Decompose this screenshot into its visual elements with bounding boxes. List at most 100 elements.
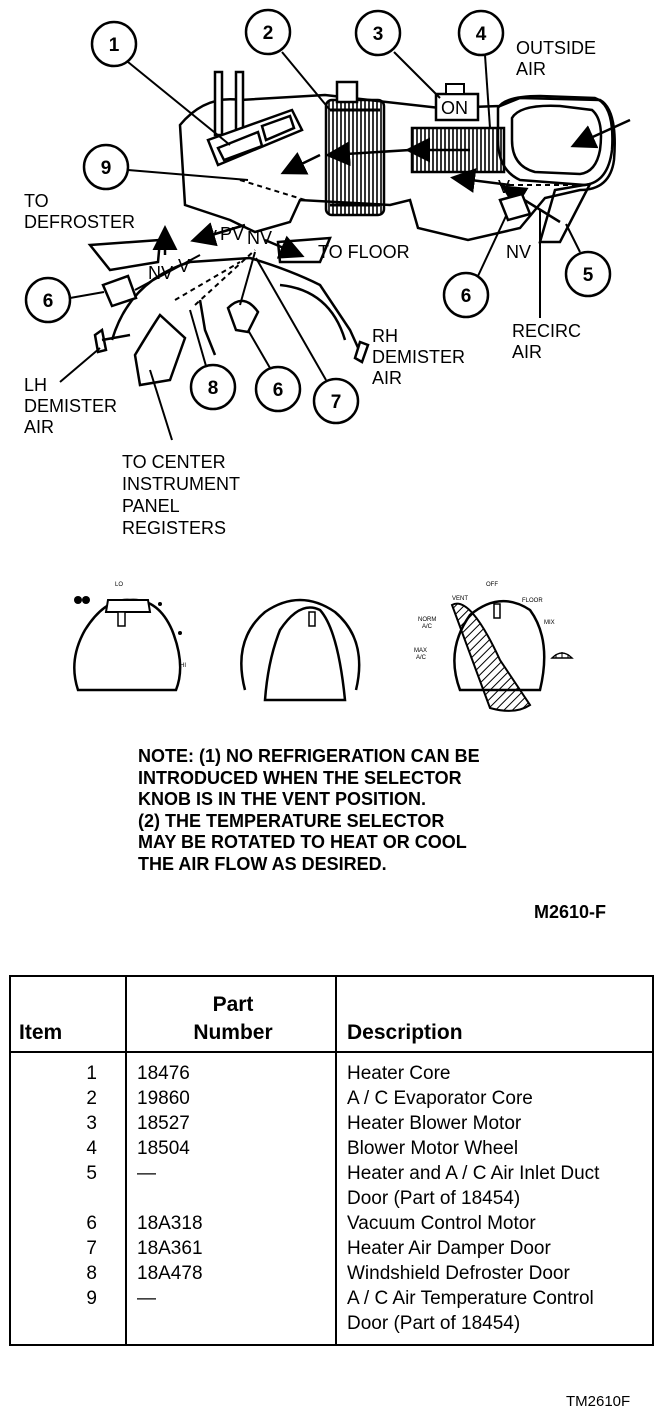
cell-part-number: —: [125, 1286, 337, 1346]
cell-part-number: 18A478: [125, 1261, 337, 1286]
rh-demister-label-2: DEMISTER: [372, 347, 465, 367]
cell-description: Heater Air Damper Door: [335, 1236, 654, 1261]
cell-description: Blower Motor Wheel: [335, 1136, 654, 1161]
callout-5: 5: [564, 223, 612, 298]
parts-table-header: Item Part Number Description: [9, 975, 654, 1053]
floor-label: FLOOR: [522, 598, 543, 604]
callout-2: 2: [244, 8, 331, 111]
note-line-2: INTRODUCED WHEN THE SELECTOR: [138, 767, 462, 788]
description-line: Door (Part of 18454): [347, 1188, 521, 1209]
footer-code: TM2610F: [566, 1393, 631, 1410]
rh-demister-label-1: RH: [372, 326, 398, 346]
cell-item: 3: [9, 1111, 127, 1136]
description-line: Heater Core: [347, 1063, 451, 1084]
cell-part-number: 18504: [125, 1136, 337, 1161]
norm-ac-label-2: A/C: [422, 624, 433, 630]
note-line-3: KNOB IS IN THE VENT POSITION.: [138, 789, 427, 809]
header-part-line-1: Part: [212, 993, 254, 1016]
heater-core: [206, 70, 304, 167]
cell-part-number: 18A361: [125, 1236, 337, 1261]
description-line: Heater Blower Motor: [347, 1113, 522, 1134]
mode-selector-knob[interactable]: VENT OFF FLOOR NORM A/C MAX A/C MIX: [414, 582, 574, 712]
nv-right-label: NV: [506, 242, 531, 262]
mix-label: MIX: [544, 620, 555, 626]
vacuum-motor-center: [226, 299, 260, 334]
callout-9: 9: [82, 143, 249, 191]
cell-description: Windshield Defroster Door: [335, 1261, 654, 1286]
description-line: Windshield Defroster Door: [347, 1263, 570, 1284]
svg-text:7: 7: [331, 392, 342, 413]
callout-6-center: 6: [247, 329, 302, 413]
cell-description: A / C Evaporator Core: [335, 1086, 654, 1111]
heater-ac-system-diagram: ON: [24, 8, 631, 712]
defrost-icon: [550, 652, 574, 659]
description-line: A / C Air Temperature Control: [347, 1288, 594, 1309]
nv-label-top: NV: [247, 228, 272, 248]
cell-description: Heater Blower Motor: [335, 1111, 654, 1136]
to-defroster-label-2: DEFROSTER: [24, 212, 135, 232]
to-defroster-label-1: TO: [24, 191, 49, 211]
note-text: NOTE: (1) NO REFRIGERATION CAN BE INTROD…: [138, 746, 598, 875]
callout-6-left: 6: [24, 276, 105, 324]
lh-demister-label-3: AIR: [24, 417, 54, 437]
svg-text:1: 1: [109, 35, 120, 56]
description-line: Door (Part of 18454): [347, 1313, 521, 1334]
callout-3: 3: [354, 9, 441, 99]
outside-air-label-1: OUTSIDE: [516, 38, 596, 58]
cell-part-number: —: [125, 1161, 337, 1211]
norm-ac-label-1: NORM: [418, 617, 436, 623]
to-center-label-1: TO CENTER: [122, 452, 226, 472]
max-ac-label-1: MAX: [414, 648, 427, 654]
header-part-line-2: Number: [193, 1021, 273, 1044]
nv-label-left: NV: [148, 263, 173, 283]
svg-text:5: 5: [583, 265, 594, 286]
off-label: OFF: [486, 582, 498, 588]
evaporator-core: [324, 80, 386, 217]
v-outside-label: V: [498, 177, 510, 197]
cell-item: 9: [9, 1286, 127, 1346]
header-description: Description: [335, 975, 654, 1053]
svg-text:8: 8: [208, 378, 219, 399]
fan-lo-label: LO: [115, 582, 123, 588]
svg-text:6: 6: [273, 380, 284, 401]
cell-description: Vacuum Control Motor: [335, 1211, 654, 1236]
temperature-knob[interactable]: [240, 598, 361, 702]
fan-icon: [74, 596, 90, 604]
to-center-label-3: PANEL: [122, 496, 180, 516]
description-line: Heater and A / C Air Inlet Duct: [347, 1163, 600, 1184]
to-center-label-2: INSTRUMENT: [122, 474, 240, 494]
blower-motor: ON: [434, 83, 480, 122]
callout-8: 8: [189, 309, 237, 411]
cell-description: Heater Core: [335, 1052, 654, 1086]
vent-label: VENT: [452, 596, 468, 602]
fan-speed-knob[interactable]: LO HI: [73, 582, 186, 692]
figure-code: M2610-F: [534, 902, 607, 922]
vacuum-motor-right: [498, 192, 532, 222]
outside-air-label-2: AIR: [516, 59, 546, 79]
cell-part-number: 19860: [125, 1086, 337, 1111]
cell-item: 4: [9, 1136, 127, 1161]
svg-text:4: 4: [476, 24, 487, 45]
cell-part-number: 18476: [125, 1052, 337, 1086]
cell-item: 8: [9, 1261, 127, 1286]
to-floor-label: TO FLOOR: [318, 242, 410, 262]
fan-hi-label: HI: [180, 663, 186, 669]
cell-item: 6: [9, 1211, 127, 1236]
max-ac-label-2: A/C: [416, 655, 427, 661]
to-center-label-4: REGISTERS: [122, 518, 226, 538]
callout-7: 7: [255, 257, 360, 425]
airflow-arrows: [152, 118, 631, 259]
cell-item: 1: [9, 1052, 127, 1086]
note-line-4: (2) THE TEMPERATURE SELECTOR: [138, 810, 445, 831]
callout-6-right: 6: [442, 215, 507, 319]
cell-item: 7: [9, 1236, 127, 1261]
description-line: Heater Air Damper Door: [347, 1238, 551, 1259]
